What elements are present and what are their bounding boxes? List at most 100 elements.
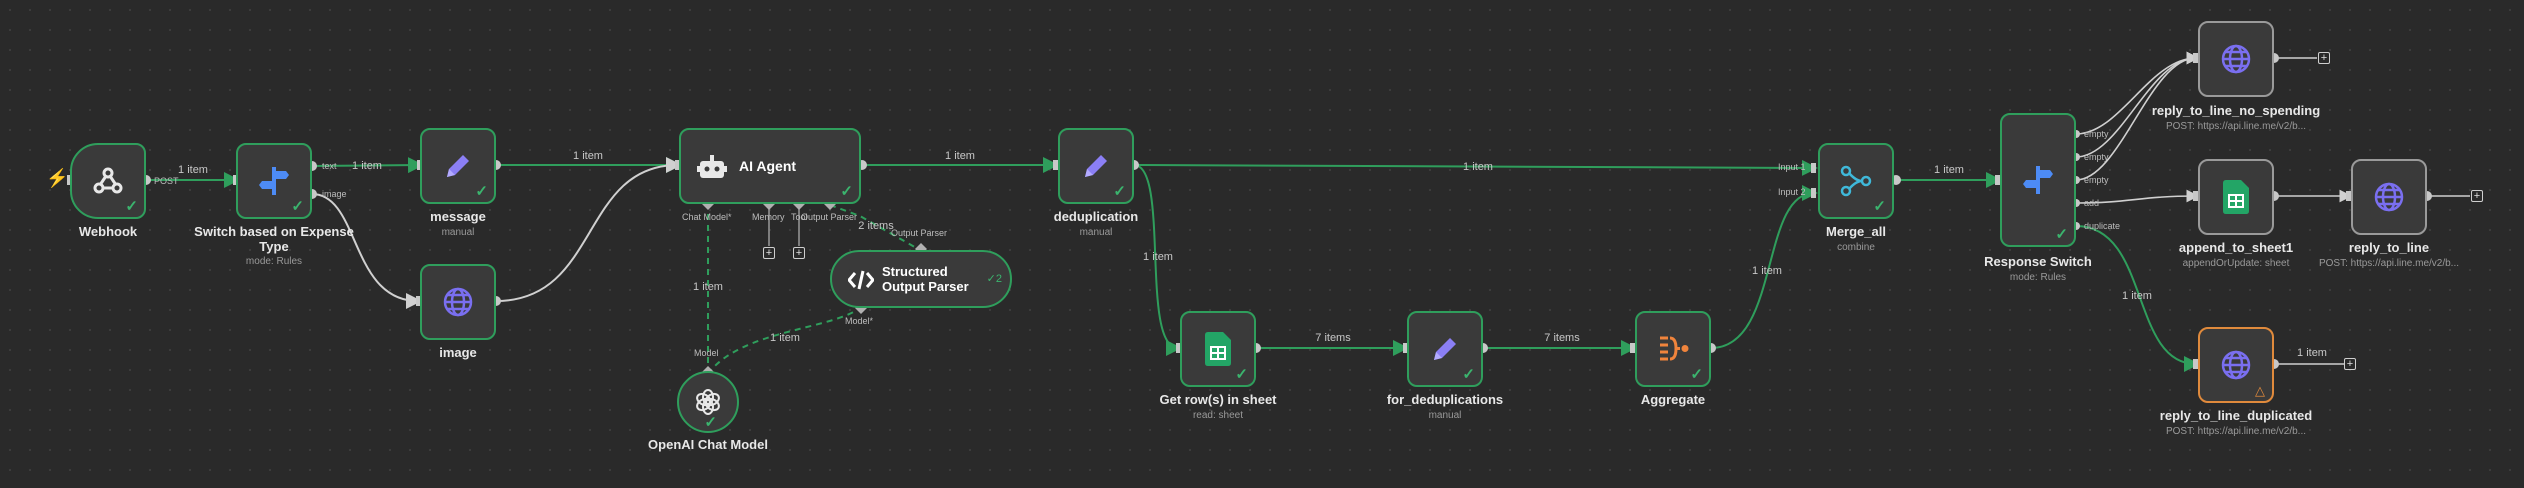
- edge-label: 1 item: [1143, 251, 1173, 263]
- port-label-post: POST: [154, 176, 179, 186]
- node-deduplication[interactable]: ✓: [1058, 128, 1134, 204]
- port-label-chat-model: Chat Model*: [682, 212, 732, 222]
- success-check-icon: ✓: [1690, 366, 1703, 383]
- node-label: reply_to_line_duplicated: [2159, 408, 2313, 423]
- node-subtitle: POST: https://api.line.me/v2/b...: [2165, 426, 2307, 437]
- edge-rs-duplicate: [2075, 225, 2200, 372]
- success-check-icon: ✓: [1873, 198, 1886, 215]
- switch-icon: [2023, 166, 2053, 194]
- node-ai-agent[interactable]: AI Agent ✓: [679, 128, 861, 204]
- port-label-duplicate: duplicate: [2084, 221, 2121, 231]
- port-label-empty: empty: [2084, 175, 2109, 185]
- input-ports: [67, 53, 2351, 369]
- success-check-icon: ✓: [1113, 183, 1126, 200]
- success-check-icon: ✓: [2055, 226, 2068, 243]
- node-message[interactable]: ✓: [420, 128, 496, 204]
- merge-icon: [1840, 165, 1872, 197]
- edge-dedup-merge: [1133, 159, 1818, 176]
- port-label-openai-model: Model: [694, 348, 719, 358]
- add-node-button[interactable]: +: [2318, 52, 2330, 64]
- sheets-icon: [1205, 332, 1231, 366]
- node-webhook[interactable]: ✓: [70, 143, 146, 219]
- port-label-empty: empty: [2084, 152, 2109, 162]
- node-append-sheet[interactable]: [2198, 159, 2274, 235]
- node-label: Structured Output Parser: [882, 264, 969, 294]
- add-node-button[interactable]: +: [2344, 358, 2356, 370]
- webhook-icon: [93, 167, 123, 194]
- openai-icon: [696, 389, 720, 415]
- success-check-icon: ✓: [704, 414, 717, 431]
- edge-label: 1 item: [1752, 265, 1782, 277]
- edge-label: 1 item: [1934, 164, 1964, 176]
- edge-label: 1 item: [573, 150, 603, 162]
- node-label: Webhook: [78, 224, 138, 239]
- node-switch-expense[interactable]: ✓: [236, 143, 312, 219]
- node-response-switch[interactable]: ✓: [2000, 113, 2076, 247]
- node-structured-output-parser[interactable]: Structured Output Parser ✓2: [830, 250, 1012, 308]
- node-subtitle: appendOrUpdate: sheet: [2182, 258, 2290, 269]
- edge-switch-message: [311, 157, 424, 174]
- node-reply-to-line[interactable]: [2351, 159, 2427, 235]
- port-label-empty: empty: [2084, 129, 2109, 139]
- port-label-output-parser: Output Parser: [801, 212, 858, 222]
- trigger-bolt-icon: ⚡: [46, 168, 69, 188]
- success-check-icon: ✓: [125, 198, 138, 215]
- edge-label: 1 item: [693, 281, 723, 293]
- node-label: OpenAI Chat Model: [648, 437, 768, 452]
- node-label: Switch based on Expense Type: [194, 224, 354, 254]
- add-tool-button[interactable]: +: [793, 247, 805, 259]
- success-check-icon: ✓: [475, 183, 488, 200]
- run-count-badge: ✓2: [986, 273, 1002, 285]
- port-label-memory: Memory: [752, 212, 785, 222]
- node-reply-duplicated[interactable]: △: [2198, 327, 2274, 403]
- port-label-image: image: [322, 189, 347, 199]
- success-check-icon: ✓: [1235, 366, 1248, 383]
- node-image[interactable]: [420, 264, 496, 340]
- node-openai-chat-model[interactable]: ✓: [677, 371, 739, 433]
- node-reply-no-spending[interactable]: [2198, 21, 2274, 97]
- port-label-input1: Input 1: [1778, 162, 1806, 172]
- node-label: Merge_all: [1826, 224, 1886, 239]
- warning-icon: △: [2255, 383, 2265, 398]
- success-check-icon: ✓: [840, 183, 853, 200]
- edge-label: 2 items: [858, 220, 894, 232]
- node-subtitle: manual: [1079, 227, 1113, 238]
- node-label: deduplication: [1053, 209, 1139, 224]
- edge-rs-add: [2075, 189, 2200, 204]
- pencil-icon: [1085, 155, 1107, 177]
- port-label-add: add: [2084, 198, 2100, 208]
- edge-image-ai: [495, 157, 682, 302]
- edge-rs-empty3: [2075, 51, 2200, 181]
- node-merge-all[interactable]: ✓: [1818, 143, 1894, 219]
- pencil-icon: [1434, 338, 1456, 360]
- edge-label: 1 item: [2122, 290, 2152, 302]
- globe-icon: [2221, 44, 2251, 74]
- globe-icon: [2221, 350, 2251, 380]
- code-icon: [848, 270, 874, 290]
- node-label: Get row(s) in sheet: [1159, 392, 1277, 407]
- node-label: reply_to_line_no_spending: [2151, 103, 2321, 118]
- pencil-icon: [447, 155, 469, 177]
- add-memory-button[interactable]: +: [763, 247, 775, 259]
- node-subtitle: mode: Rules: [245, 256, 303, 267]
- switch-icon: [259, 167, 289, 195]
- edge-label: 1 item: [178, 164, 208, 176]
- port-label-text: text: [322, 161, 337, 171]
- robot-icon: [697, 155, 727, 178]
- node-subtitle: POST: https://api.line.me/v2/b...: [2318, 258, 2460, 269]
- node-subtitle: manual: [441, 227, 475, 238]
- edge-label: 1 item: [770, 332, 800, 344]
- node-label: Response Switch: [1984, 254, 2092, 269]
- node-for-deduplications[interactable]: ✓: [1407, 311, 1483, 387]
- port-label-sop-model: Model*: [845, 316, 874, 326]
- port-label-tool: Tool: [791, 212, 808, 222]
- node-subtitle: manual: [1428, 410, 1462, 421]
- edge-label: 1 item: [1463, 161, 1493, 173]
- add-node-button[interactable]: +: [2471, 190, 2483, 202]
- node-aggregate[interactable]: ✓: [1635, 311, 1711, 387]
- edge-label: 7 items: [1544, 332, 1580, 344]
- node-get-rows[interactable]: ✓: [1180, 311, 1256, 387]
- globe-icon: [2374, 182, 2404, 212]
